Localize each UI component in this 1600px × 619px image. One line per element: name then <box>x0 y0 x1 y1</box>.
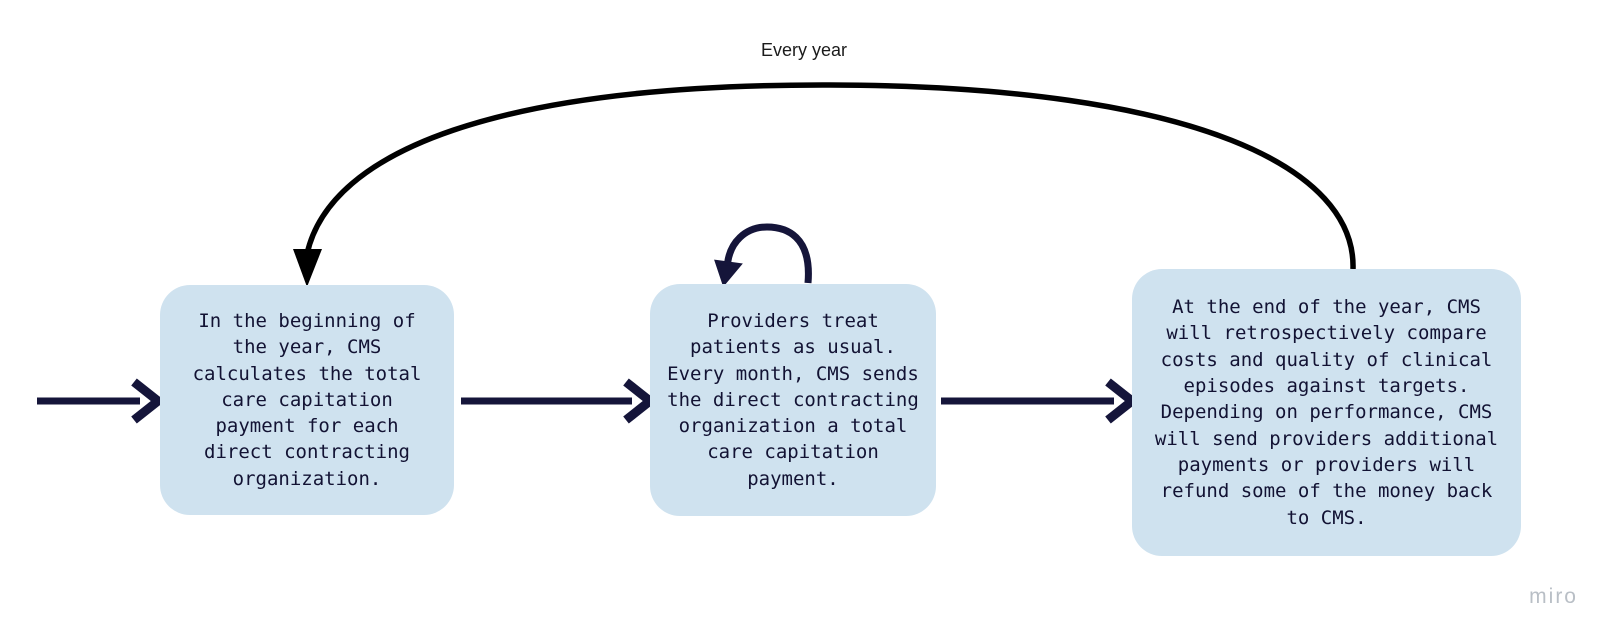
process-node-2-text: Providers treat patients as usual. Every… <box>667 309 919 490</box>
process-node-1-text: In the beginning of the year, CMS calcul… <box>192 309 422 490</box>
edge-label-every-year: Every year <box>761 40 848 60</box>
process-node-1[interactable]: In the beginning of the year, CMS calcul… <box>160 285 454 515</box>
process-node-3-text: At the end of the year, CMS will retrosp… <box>1154 296 1499 529</box>
edge-node1-to-node2-arrow <box>461 378 658 424</box>
edge-node3-to-node1-curve <box>293 82 1356 287</box>
edge-node2-to-node3-arrow <box>941 378 1140 424</box>
process-node-2[interactable]: Providers treat patients as usual. Every… <box>650 284 936 516</box>
process-node-3[interactable]: At the end of the year, CMS will retrosp… <box>1132 269 1521 556</box>
edge-node2-self-loop-arrow <box>714 223 812 288</box>
miro-watermark: miro <box>1529 585 1578 608</box>
edge-entry-arrow <box>37 378 166 424</box>
